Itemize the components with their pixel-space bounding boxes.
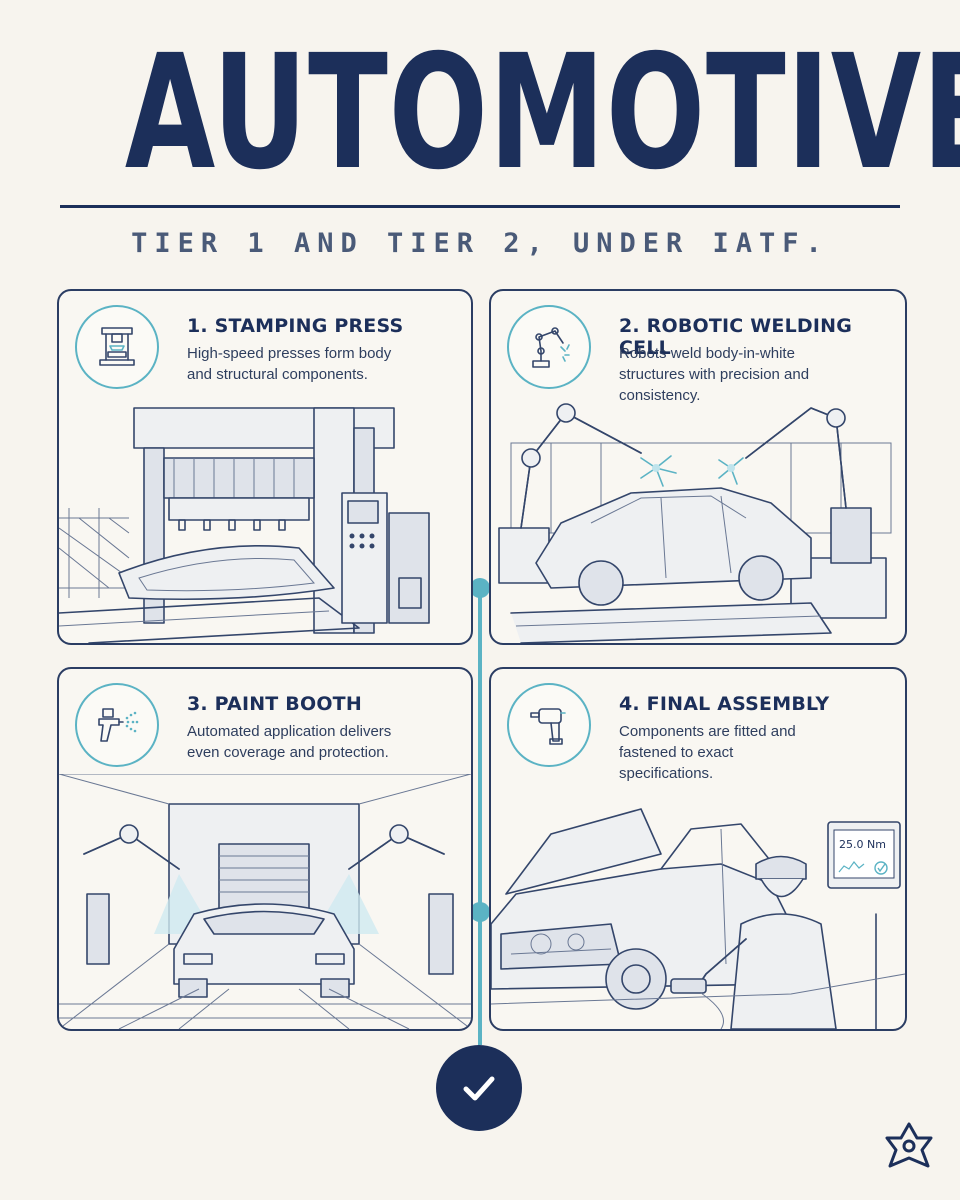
step-title: 3. PAINT BOOTH — [187, 693, 362, 715]
torque-reading: 25.0 Nm — [839, 838, 886, 851]
torque-tool-icon — [507, 683, 591, 767]
step-title: 4. FINAL ASSEMBLY — [619, 693, 830, 715]
title-divider — [60, 205, 900, 208]
welding-cell-illustration — [498, 403, 892, 643]
page-subtitle: TIER 1 AND TIER 2, UNDER IATF. — [131, 228, 829, 259]
step-description: High-speed presses form body and structu… — [187, 345, 392, 383]
final-assembly-illustration: 25.0 Nm — [491, 808, 905, 1029]
step-description: Automated application delivers even cove… — [187, 723, 392, 761]
paint-booth-illustration — [59, 774, 471, 1029]
lotus-logo-icon — [885, 1122, 933, 1168]
page-title: AUTOMOTIVE — [124, 21, 960, 205]
step-card-paint-booth: 3. PAINT BOOTH Automated application del… — [57, 667, 473, 1031]
step-title: 1. STAMPING PRESS — [187, 315, 404, 337]
step-description: Components are fitted and fastened to ex… — [619, 723, 796, 782]
step-card-final-assembly: 4. FINAL ASSEMBLY Components are fitted … — [489, 667, 907, 1031]
step-card-stamping-press: 1. STAMPING PRESS High-speed presses for… — [57, 289, 473, 645]
step-description: Robots weld body-in-white structures wit… — [619, 345, 810, 404]
step-title: 2. ROBOTIC WELDING CELL — [619, 315, 853, 359]
robot-arm-icon — [507, 305, 591, 389]
spray-gun-icon — [75, 683, 159, 767]
checkmark-icon — [436, 1045, 522, 1131]
step-card-robotic-welding: 2. ROBOTIC WELDING CELL Robots weld body… — [489, 289, 907, 645]
stamping-press-icon — [75, 305, 159, 389]
stamping-press-illustration — [59, 407, 430, 643]
